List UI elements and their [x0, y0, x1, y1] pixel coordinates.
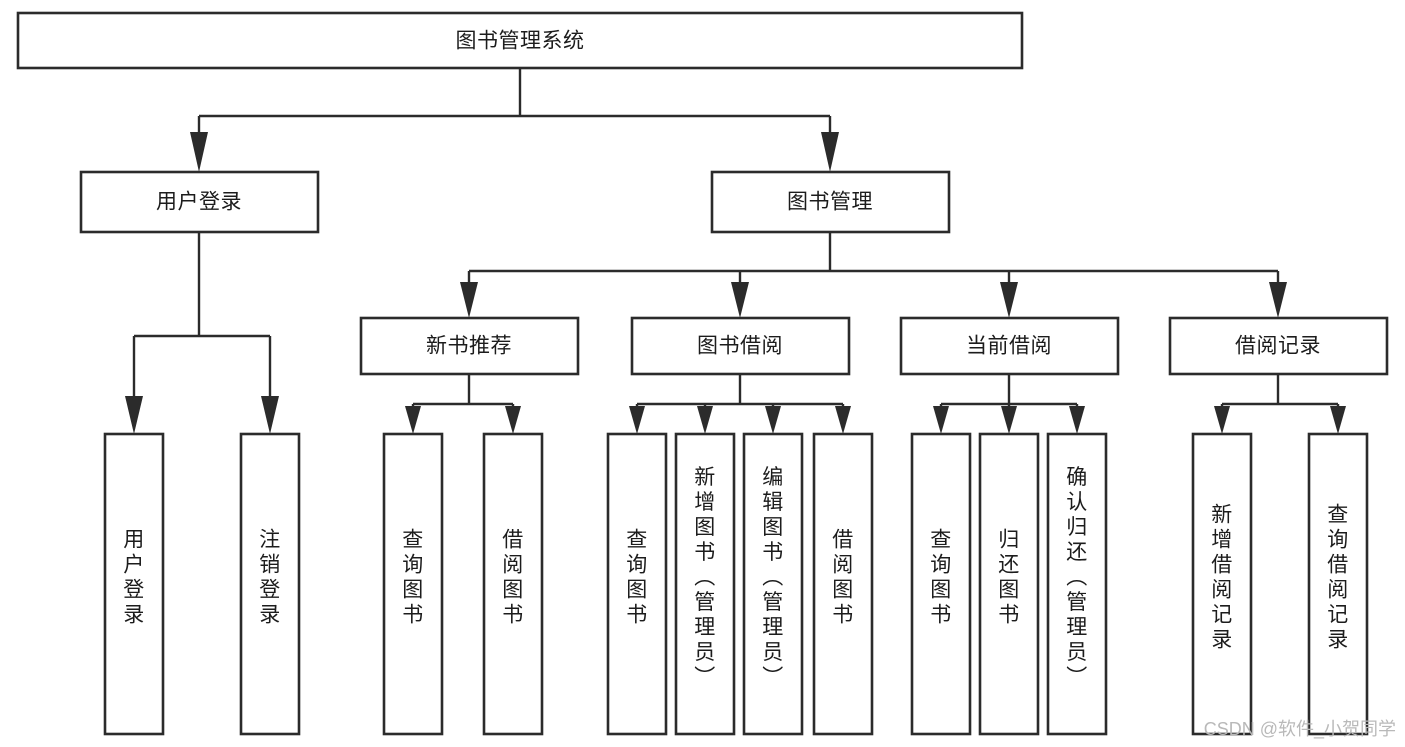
arrow-head-leaf-logout-login [261, 396, 279, 434]
arrow-head-leaf-user-login [125, 396, 143, 434]
node-leaf-add-record-label: 新增借阅记录 [1211, 504, 1233, 652]
node-leaf-query-record[interactable]: 查询借阅记录 [1307, 432, 1369, 736]
node-leaf-query-book-1[interactable]: 查询图书 [382, 432, 444, 736]
node-leaf-user-login[interactable]: 用户登录 [103, 432, 165, 736]
arrow-head-leaf-add-book [697, 406, 713, 434]
leaf-node-layer: 用户登录 注销登录 查询图书 借阅图书 查询图书 新增图书︵管理员︶ [103, 432, 1369, 736]
node-book-borrow-box[interactable] [630, 316, 851, 376]
connector-layer [125, 68, 1346, 434]
node-leaf-query-book-3-box[interactable] [910, 432, 972, 736]
node-leaf-query-book-3-label: 查询图书 [930, 529, 952, 627]
arrow-head-new-book-recommend [460, 282, 478, 318]
node-new-book-recommend-box[interactable] [359, 316, 580, 376]
node-leaf-add-record[interactable]: 新增借阅记录 [1191, 432, 1253, 736]
arrow-head-leaf-add-record [1214, 406, 1230, 434]
arrow-head-leaf-query-book-2 [629, 406, 645, 434]
node-leaf-borrow-book-1-label: 借阅图书 [502, 529, 524, 627]
node-new-book-recommend-label: 新书推荐 [426, 335, 512, 358]
node-leaf-add-record-box[interactable] [1191, 432, 1253, 736]
node-borrow-record-label: 借阅记录 [1235, 335, 1321, 358]
node-new-book-recommend[interactable]: 新书推荐 [359, 316, 580, 376]
node-leaf-borrow-book-1-box[interactable] [482, 432, 544, 736]
node-leaf-user-login-box[interactable] [103, 432, 165, 736]
node-leaf-borrow-book-2-box[interactable] [812, 432, 874, 736]
node-leaf-query-book-1-box[interactable] [382, 432, 444, 736]
node-book-borrow-label: 图书借阅 [697, 335, 783, 358]
node-root[interactable]: 图书管理系统 [16, 11, 1024, 70]
arrow-head-leaf-confirm-return [1069, 406, 1085, 434]
arrow-head-leaf-return-book [1001, 406, 1017, 434]
node-leaf-return-book[interactable]: 归还图书 [978, 432, 1040, 736]
node-leaf-return-book-box[interactable] [978, 432, 1040, 736]
node-leaf-edit-book-box[interactable] [742, 432, 804, 736]
node-leaf-borrow-book-2[interactable]: 借阅图书 [812, 432, 874, 736]
node-current-borrow-box[interactable] [899, 316, 1120, 376]
node-leaf-borrow-book-2-label: 借阅图书 [832, 529, 854, 627]
arrow-head-book-borrow [731, 282, 749, 318]
node-leaf-add-book-label: 新增图书︵管理员︶ [694, 466, 716, 689]
arrow-head-leaf-query-book-1 [405, 406, 421, 434]
node-leaf-query-record-label: 查询借阅记录 [1327, 504, 1349, 652]
arrow-head-leaf-query-book-3 [933, 406, 949, 434]
node-user-login-label: 用户登录 [156, 191, 242, 214]
node-leaf-user-login-label: 用户登录 [123, 529, 145, 627]
node-user-login-box[interactable] [79, 170, 320, 234]
node-leaf-confirm-return[interactable]: 确认归还︵管理员︶ [1046, 432, 1108, 736]
node-book-management-box[interactable] [710, 170, 951, 234]
node-root-label: 图书管理系统 [456, 30, 585, 53]
node-leaf-query-record-box[interactable] [1307, 432, 1369, 736]
node-root-box[interactable] [16, 11, 1024, 70]
node-leaf-logout-login-box[interactable] [239, 432, 301, 736]
node-book-management[interactable]: 图书管理 [710, 170, 951, 234]
node-borrow-record-box[interactable] [1168, 316, 1389, 376]
arrow-head-leaf-borrow-book-1 [505, 406, 521, 434]
node-leaf-confirm-return-label: 确认归还︵管理员︶ [1066, 466, 1088, 689]
arrow-head-current-borrow [1000, 282, 1018, 318]
node-leaf-add-book-box[interactable] [674, 432, 736, 736]
node-leaf-query-book-2-label: 查询图书 [626, 529, 648, 627]
node-leaf-query-book-3[interactable]: 查询图书 [910, 432, 972, 736]
node-book-borrow[interactable]: 图书借阅 [630, 316, 851, 376]
csdn-watermark: CSDN @软件_小贺同学 [1204, 719, 1396, 740]
node-current-borrow[interactable]: 当前借阅 [899, 316, 1120, 376]
arrow-head-book-management [821, 132, 839, 172]
node-leaf-query-book-2[interactable]: 查询图书 [606, 432, 668, 736]
node-leaf-edit-book[interactable]: 编辑图书︵管理员︶ [742, 432, 804, 736]
node-leaf-query-book-1-label: 查询图书 [402, 529, 424, 627]
node-book-management-label: 图书管理 [787, 191, 873, 214]
node-leaf-return-book-label: 归还图书 [998, 529, 1020, 627]
node-leaf-query-book-2-box[interactable] [606, 432, 668, 736]
node-leaf-logout-login-label: 注销登录 [259, 529, 281, 627]
arrow-head-leaf-borrow-book-2 [835, 406, 851, 434]
node-current-borrow-label: 当前借阅 [966, 335, 1052, 358]
node-leaf-borrow-book-1[interactable]: 借阅图书 [482, 432, 544, 736]
node-leaf-confirm-return-box[interactable] [1046, 432, 1108, 736]
node-leaf-logout-login[interactable]: 注销登录 [239, 432, 301, 736]
arrow-head-leaf-query-record [1330, 406, 1346, 434]
node-leaf-edit-book-label: 编辑图书︵管理员︶ [762, 466, 784, 689]
arrow-head-user-login [190, 132, 208, 172]
node-user-login[interactable]: 用户登录 [79, 170, 320, 234]
arrow-head-leaf-edit-book [765, 406, 781, 434]
node-borrow-record[interactable]: 借阅记录 [1168, 316, 1389, 376]
node-leaf-add-book[interactable]: 新增图书︵管理员︶ [674, 432, 736, 736]
arrow-head-borrow-record [1269, 282, 1287, 318]
